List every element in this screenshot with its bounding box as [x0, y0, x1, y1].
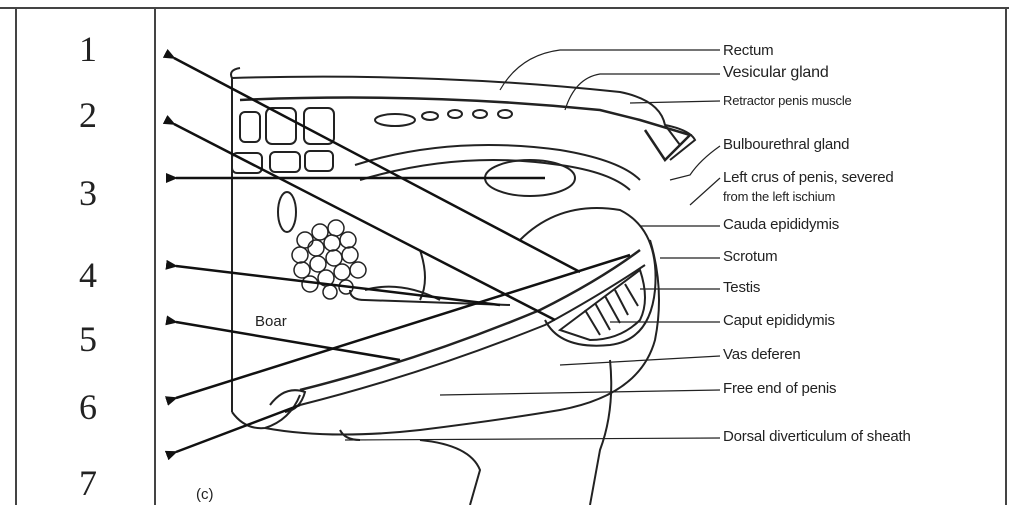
label-scrotum: Scrotum	[723, 248, 777, 265]
label-left-ischium: from the left ischium	[723, 189, 835, 204]
arrow-4	[176, 266, 500, 305]
label-retractor-penis-muscle: Retractor penis muscle	[723, 93, 852, 108]
label-testis: Testis	[723, 279, 760, 296]
label-rectum: Rectum	[723, 42, 773, 59]
arrow-7	[176, 405, 300, 452]
species-label: Boar	[255, 313, 287, 330]
label-cauda-epididymis: Cauda epididymis	[723, 216, 839, 233]
panel-letter: (c)	[196, 486, 214, 503]
label-left-crus-of-penis: Left crus of penis, severed	[723, 169, 894, 186]
label-dorsal-diverticulum-of-sheath: Dorsal diverticulum of sheath	[723, 428, 911, 445]
arrow-1	[174, 58, 580, 272]
arrow-5	[176, 322, 400, 360]
label-bulbourethral-gland: Bulbourethral gland	[723, 136, 849, 153]
label-vesicular-gland: Vesicular gland	[723, 64, 829, 82]
label-free-end-of-penis: Free end of penis	[723, 380, 836, 397]
label-caput-epididymis: Caput epididymis	[723, 312, 835, 329]
label-vas-deferen: Vas deferen	[723, 346, 801, 363]
